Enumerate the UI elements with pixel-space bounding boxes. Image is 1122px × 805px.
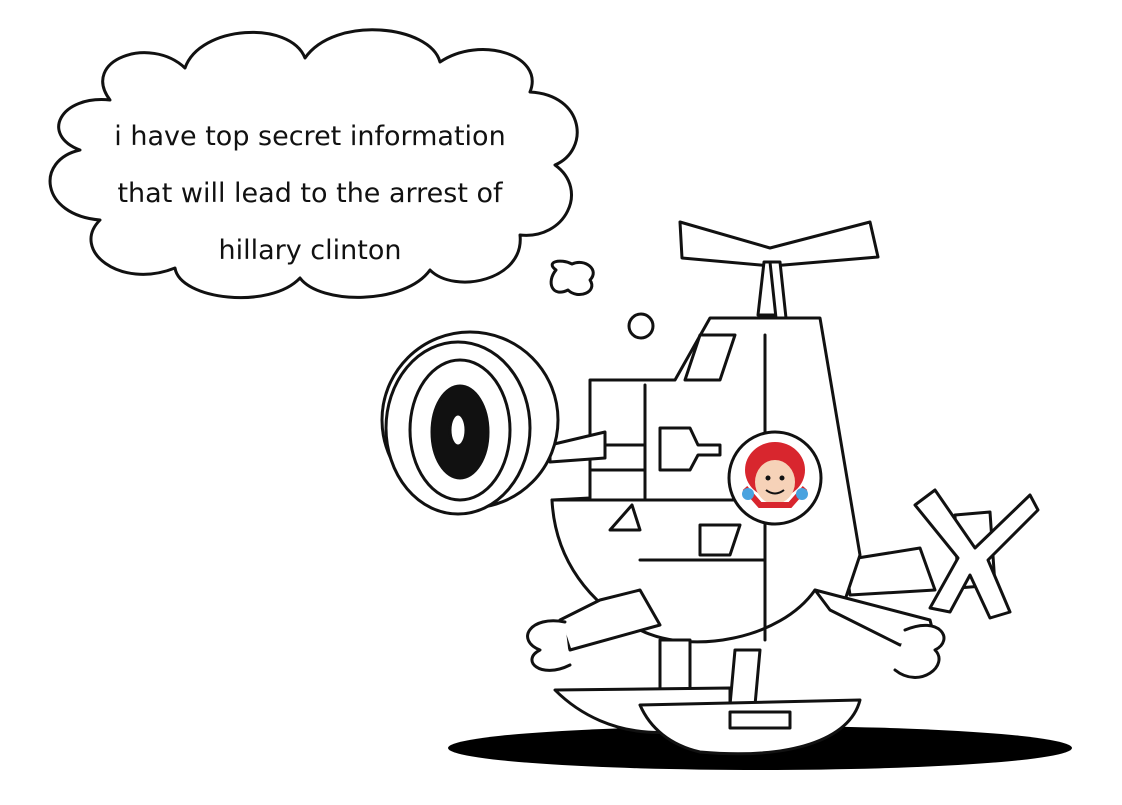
- thought-line: hillary clinton: [218, 235, 402, 266]
- thought-bubble-text: i have top secret information that will …: [60, 108, 560, 279]
- thought-dot-small: [627, 312, 655, 340]
- thought-dot-large: [549, 259, 595, 296]
- thought-bubble: [48, 28, 655, 340]
- thought-line: i have top secret information: [114, 121, 506, 152]
- helicopter-robot-icon: [380, 220, 1040, 756]
- redhead-girl-logo-icon: [727, 430, 823, 526]
- thought-line: that will lead to the arrest of: [117, 178, 503, 209]
